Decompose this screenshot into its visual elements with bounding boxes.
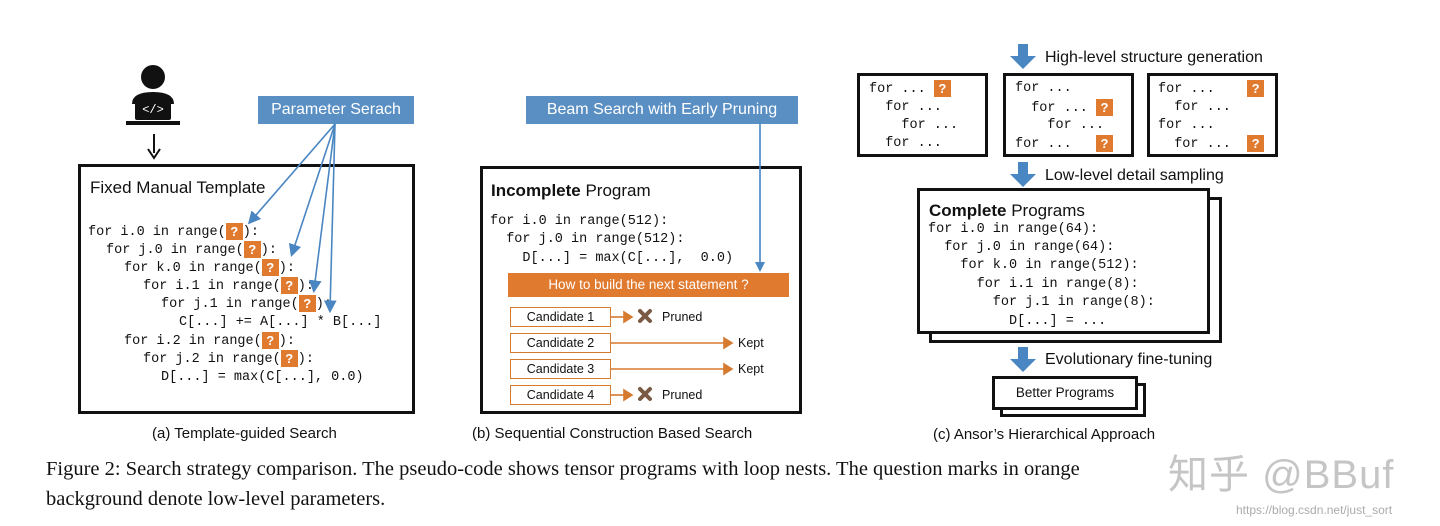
candidate-result: Pruned xyxy=(662,310,703,324)
parameter-q: ? xyxy=(261,332,279,349)
code-line: C[...] += A[...] * B[...] xyxy=(179,315,382,330)
parameter-arrows xyxy=(247,123,337,314)
watermark: 知乎 @BBuf xyxy=(1168,453,1395,497)
code-line: for j.0 in range( xyxy=(106,243,244,259)
parameter-q: ? xyxy=(280,277,298,294)
sketch-line: for ... xyxy=(1015,137,1072,153)
parameter-q: ? xyxy=(933,80,951,97)
parameter-q: ? xyxy=(1247,80,1265,97)
code-line-tail: ): xyxy=(278,261,295,277)
sketch-line: for ... xyxy=(869,118,959,133)
watermark-url: https://blog.csdn.net/just_sort xyxy=(1236,503,1393,517)
complete-code-line: for j.0 in range(64): xyxy=(928,240,1115,255)
code-line: for j.2 in range( xyxy=(143,352,281,368)
sketch-line: for ... xyxy=(1158,118,1215,133)
code-line: for i.0 in range( xyxy=(88,225,226,241)
sketch-line: for ... xyxy=(1015,118,1105,133)
sketch-line: for ... xyxy=(869,82,926,98)
complete-code-line: for k.0 in range(512): xyxy=(928,258,1139,273)
down-arrow-icon xyxy=(147,134,161,160)
candidate-box: Candidate 1 xyxy=(510,307,611,327)
complete-code-line: for i.1 in range(8): xyxy=(928,277,1139,292)
sketch-box xyxy=(857,73,988,157)
parameter-q: ? xyxy=(280,350,298,367)
code-line-tail: ): xyxy=(297,352,314,368)
complete-programs-title: Complete Programs xyxy=(929,201,1085,220)
sketch-line: for ... xyxy=(1015,101,1088,117)
developer-icon: </> xyxy=(126,65,180,125)
caption-a: (a) Template-guided Search xyxy=(152,425,337,442)
code-line: for j.1 in range( xyxy=(161,297,299,313)
code-line-tail: ): xyxy=(242,225,259,241)
template-title: Fixed Manual Template xyxy=(90,178,266,197)
candidate-result: Pruned xyxy=(662,388,703,402)
next-statement-prompt: How to build the next statement ? xyxy=(508,273,789,297)
sketch-line: for ... xyxy=(869,136,942,151)
incomplete-code-line: D[...] = max(C[...], 0.0) xyxy=(490,251,734,266)
thick-down-arrow-icon xyxy=(1010,162,1036,187)
code-line-tail: ): xyxy=(260,243,277,259)
code-line: for k.0 in range( xyxy=(124,261,262,277)
complete-code-line: D[...] = ... xyxy=(928,314,1107,329)
svg-text:</>: </> xyxy=(142,103,164,117)
candidate-box: Candidate 3 xyxy=(510,359,611,379)
code-line-tail: ): xyxy=(278,334,295,350)
parameter-q: ? xyxy=(1096,99,1114,116)
candidate-arrows xyxy=(611,309,734,402)
complete-code-line: for j.1 in range(8): xyxy=(928,295,1155,310)
caption-b: (b) Sequential Construction Based Search xyxy=(472,425,753,442)
incomplete-code-line: for i.0 in range(512): xyxy=(490,214,669,229)
sketch-line: for ... xyxy=(869,100,942,115)
better-programs-box: Better Programs xyxy=(992,376,1138,410)
step-evolutionary: Evolutionary fine-tuning xyxy=(1045,351,1213,368)
candidate-box: Candidate 2 xyxy=(510,333,611,353)
candidate-result: Kept xyxy=(738,336,764,350)
code-line: for i.2 in range( xyxy=(124,334,262,350)
cross-icon xyxy=(638,309,652,401)
figure-caption-line2: background denote low-level parameters. xyxy=(46,488,386,510)
parameter-q: ? xyxy=(298,295,316,312)
incomplete-program-title: Incomplete Program xyxy=(491,181,651,200)
thick-down-arrow-icon xyxy=(1010,44,1036,69)
step-high-level: High-level structure generation xyxy=(1045,49,1263,66)
beam-arrow xyxy=(755,122,765,272)
parameter-q: ? xyxy=(243,241,261,258)
parameter-q: ? xyxy=(261,259,279,276)
parameter-q: ? xyxy=(1096,135,1114,152)
caption-c: (c) Ansor’s Hierarchical Approach xyxy=(933,426,1156,443)
complete-programs-box: Complete Programs xyxy=(917,188,1210,334)
parameter-search-tag: Parameter Serach xyxy=(258,96,414,124)
code-line: for i.1 in range( xyxy=(143,279,281,295)
code-line: D[...] = max(C[...], 0.0) xyxy=(161,370,364,385)
sketch-line: for ... xyxy=(1158,82,1215,98)
candidate-result: Kept xyxy=(738,362,764,376)
step-low-level: Low-level detail sampling xyxy=(1045,167,1224,184)
beam-search-tag: Beam Search with Early Pruning xyxy=(526,96,798,124)
template-box: Fixed Manual Template xyxy=(78,164,415,414)
sketch-line: for ... xyxy=(1158,100,1231,115)
thick-down-arrow-icon xyxy=(1010,347,1036,372)
parameter-q: ? xyxy=(1247,135,1265,152)
candidate-box: Candidate 4 xyxy=(510,385,611,405)
sketch-line: for ... xyxy=(1015,81,1072,96)
complete-code-line: for i.0 in range(64): xyxy=(928,222,1099,237)
parameter-q: ? xyxy=(225,223,243,240)
figure-caption-line1: Figure 2: Search strategy comparison. Th… xyxy=(46,458,1080,480)
sketch-line: for ... xyxy=(1158,137,1231,153)
incomplete-code-line: for j.0 in range(512): xyxy=(490,232,685,247)
